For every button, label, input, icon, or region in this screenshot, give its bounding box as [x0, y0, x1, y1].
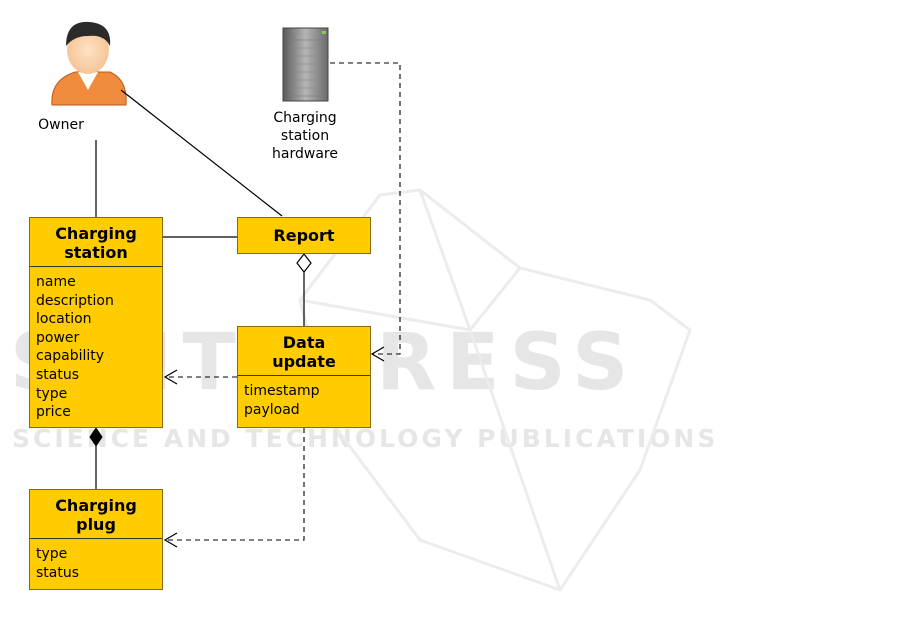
attribute-item: status [36, 366, 156, 385]
class-title: Report [238, 218, 370, 249]
attribute-item: timestamp [244, 382, 364, 401]
class-title-line: Report [242, 226, 366, 245]
attribute-item: price [36, 403, 156, 422]
class-attributes: timestamp payload [238, 375, 370, 425]
hardware-label-line: Charging [255, 109, 355, 127]
class-title: Charging station [30, 218, 162, 266]
person-icon [52, 22, 126, 105]
server-icon [283, 28, 328, 101]
class-title: Charging plug [30, 490, 162, 538]
attribute-item: name [36, 273, 156, 292]
hardware-label-line: station [255, 127, 355, 145]
attribute-item: status [36, 564, 156, 583]
class-title-line: update [242, 352, 366, 371]
class-report: Report [237, 217, 371, 254]
attribute-item: type [36, 545, 156, 564]
class-title-line: station [34, 243, 158, 262]
class-title-line: Data [242, 333, 366, 352]
composition-diamond-icon [90, 428, 102, 446]
class-title: Data update [238, 327, 370, 375]
class-title-line: plug [34, 515, 158, 534]
class-title-line: Charging [34, 224, 158, 243]
class-attributes: name description location power capabili… [30, 266, 162, 428]
attribute-item: location [36, 310, 156, 329]
hardware-label: Charging station hardware [255, 109, 355, 163]
class-charging-plug: Charging plug type status [29, 489, 163, 590]
owner-label: Owner [31, 116, 91, 134]
attribute-item: payload [244, 401, 364, 420]
class-title-line: Charging [34, 496, 158, 515]
attribute-item: type [36, 385, 156, 404]
attribute-item: capability [36, 347, 156, 366]
hardware-label-line: hardware [255, 145, 355, 163]
attribute-item: power [36, 329, 156, 348]
attribute-item: description [36, 292, 156, 311]
aggregation-diamond-icon [297, 254, 311, 272]
class-attributes: type status [30, 538, 162, 588]
dataupdate-to-plug-dash [166, 428, 304, 540]
class-data-update: Data update timestamp payload [237, 326, 371, 428]
class-charging-station: Charging station name description locati… [29, 217, 163, 428]
